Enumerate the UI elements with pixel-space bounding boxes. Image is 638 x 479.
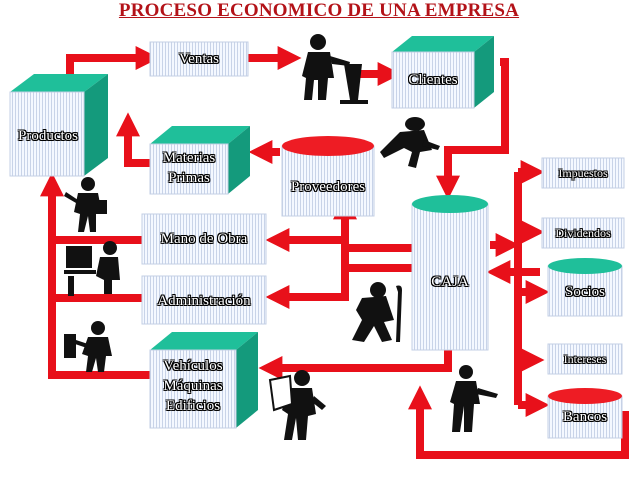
- crouching-worker-icon: [352, 282, 402, 342]
- vehiculos-label: Vehículos: [163, 357, 223, 374]
- intereses-box: [547, 343, 623, 375]
- productos-label: Productos: [18, 127, 78, 144]
- proveedores-cylinder: [281, 136, 375, 217]
- proveedores-label: Proveedores: [290, 178, 366, 195]
- administracion-box: [141, 275, 267, 325]
- primas-label: Primas: [168, 169, 210, 186]
- arrow-to-mano-obra: [265, 228, 349, 268]
- intereses-label: Intereses: [563, 352, 607, 366]
- clientes-label: Clientes: [408, 71, 458, 88]
- reader-icon: [268, 370, 326, 440]
- productos-box: [9, 74, 108, 177]
- computer-worker-icon: [64, 241, 120, 296]
- page-title: PROCESO ECONOMICO DE UNA EMPRESA: [118, 0, 520, 21]
- clientes-box: [391, 36, 494, 109]
- edificios-label: Edificios: [165, 397, 221, 414]
- ventas-label: Ventas: [179, 50, 219, 67]
- arrow-caja-vehiculos: [258, 348, 452, 380]
- dividendos-box: [541, 217, 625, 249]
- caja-label: CAJA: [431, 273, 469, 290]
- materias-primas-box: [149, 126, 250, 195]
- engineer-icon: [450, 365, 498, 432]
- salesman-icon: [302, 34, 368, 104]
- arrow-caja-administracion: [265, 268, 349, 309]
- arrow-clientes-caja: [436, 58, 509, 200]
- ventas-box: [149, 41, 249, 77]
- mechanic-icon: [64, 177, 107, 232]
- electrician-icon: [64, 321, 112, 372]
- dividendos-label: Dividendos: [555, 226, 611, 240]
- impuestos-label: Impuestos: [558, 166, 608, 180]
- vehiculos-box: [149, 332, 258, 429]
- socios-cylinder: [547, 258, 623, 317]
- arrow-materias-productos: [116, 112, 150, 167]
- bancos-label: Bancos: [562, 408, 608, 425]
- runner-icon: [380, 117, 440, 168]
- bancos-cylinder: [547, 388, 623, 439]
- socios-label: Socios: [564, 283, 605, 300]
- mano-obra-box: [141, 213, 267, 265]
- mano-obra-label: Mano de Obra: [160, 230, 248, 247]
- materias-label: Materias: [162, 149, 216, 166]
- caja-cylinder: [411, 195, 489, 351]
- maquinas-label: Máquinas: [163, 377, 223, 394]
- impuestos-box: [541, 157, 625, 189]
- administracion-label: Administración: [157, 292, 251, 309]
